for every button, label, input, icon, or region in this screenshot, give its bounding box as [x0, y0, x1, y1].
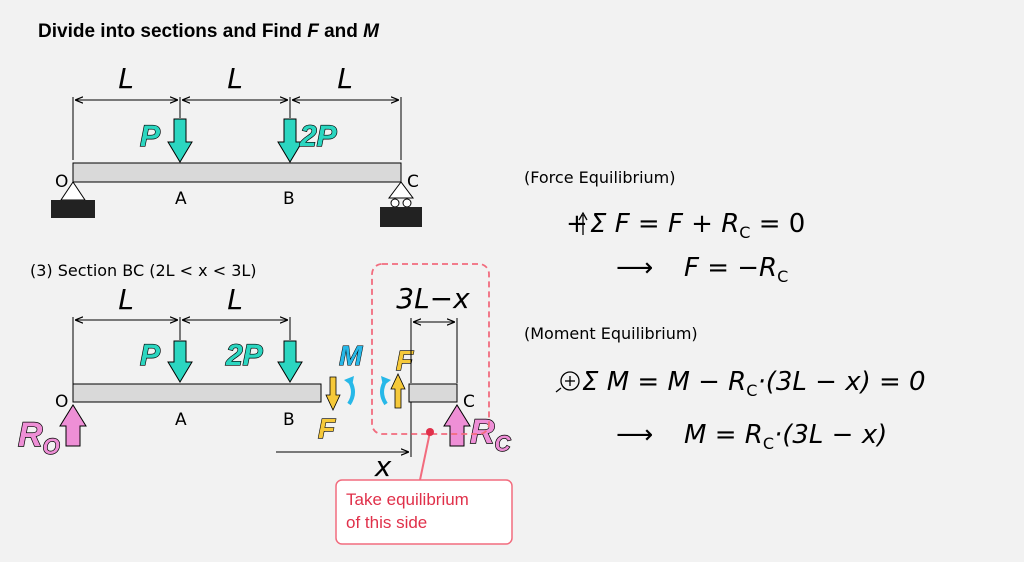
point-label-a: A — [175, 410, 187, 430]
point-label-o: O — [55, 392, 68, 412]
dimension-label-x: x — [374, 450, 392, 483]
beam — [72, 162, 402, 183]
reaction-arrow-ro — [59, 404, 87, 447]
load-label-p: P — [140, 120, 161, 153]
moment-result-equation: M = RC·(3L − x) — [684, 420, 887, 453]
dimension-label-3l-minus-x: 3L−x — [396, 282, 470, 315]
moment-equilibrium: (Moment Equilibrium) Σ M = M − RC·(3L − … — [524, 324, 926, 453]
shear-arrow-up — [390, 373, 406, 409]
reaction-arrow-rc — [443, 404, 471, 447]
load-arrow-2p — [277, 118, 303, 163]
right-beam-segment — [408, 383, 458, 403]
load-label-2p: 2P — [225, 339, 264, 372]
shear-arrow-down — [325, 376, 341, 411]
point-label-b: B — [283, 189, 295, 209]
reaction-label-ro: RO — [18, 416, 60, 459]
equilibrium-region-box — [371, 263, 490, 435]
callout-dot — [426, 428, 434, 436]
roller-wheel — [402, 198, 412, 208]
dimension-label: L — [337, 62, 353, 95]
svg-text:+: + — [566, 209, 588, 239]
shear-label-f: F — [396, 345, 414, 376]
load-label-2p: 2P — [299, 120, 338, 153]
ground-block — [51, 200, 95, 218]
force-eq-header: (Force Equilibrium) — [524, 168, 676, 187]
moment-sum-equation: Σ M = M − RC·(3L − x) = 0 — [582, 367, 926, 400]
moment-label-m: M — [339, 340, 363, 371]
callout-pointer — [419, 431, 431, 481]
dimension-label: L — [118, 283, 134, 316]
roller-support — [388, 181, 414, 199]
clockwise-plus-icon — [555, 371, 580, 393]
force-equilibrium: (Force Equilibrium) + Σ F = F + RC = 0 ⟶… — [524, 168, 805, 286]
top-beam-diagram: L L L P 2P O A B C — [51, 62, 422, 227]
shear-label-f: F — [318, 413, 336, 444]
left-beam-segment — [72, 383, 322, 403]
ground-block — [380, 207, 422, 227]
callout-box — [335, 479, 513, 545]
callout-line-1: Take equilibrium — [346, 490, 469, 509]
point-label-a: A — [175, 189, 187, 209]
moment-arrowhead — [344, 376, 354, 386]
point-label-o: O — [55, 172, 68, 192]
load-arrow-p — [167, 340, 193, 383]
load-arrow-2p — [277, 340, 303, 383]
page-title: Divide into sections and Find F and M — [38, 21, 380, 42]
moment-eq-header: (Moment Equilibrium) — [524, 324, 698, 343]
implies-arrow: ⟶ — [616, 253, 653, 283]
moment-arrowhead — [381, 376, 391, 386]
section-header: (3) Section BC (2L < x < 3L) — [30, 261, 257, 280]
dimension-label: L — [118, 62, 134, 95]
force-result-equation: F = −RC — [684, 253, 788, 286]
dimension-label: L — [227, 62, 243, 95]
plus-up-arrow-icon: + — [566, 209, 588, 239]
dimension-label: L — [227, 283, 243, 316]
callout-line-2: of this side — [346, 513, 427, 532]
roller-wheel — [390, 198, 400, 208]
point-label-c: C — [407, 172, 419, 192]
force-sum-equation: Σ F = F + RC = 0 — [590, 209, 805, 242]
implies-arrow: ⟶ — [616, 420, 653, 450]
reaction-label-rc: RC — [470, 413, 512, 456]
load-arrow-p — [167, 118, 193, 163]
point-label-c: C — [463, 392, 475, 412]
point-label-b: B — [283, 410, 295, 430]
load-label-p: P — [140, 339, 161, 372]
section-diagram: (3) Section BC (2L < x < 3L) L L P 2P O … — [17, 261, 513, 545]
